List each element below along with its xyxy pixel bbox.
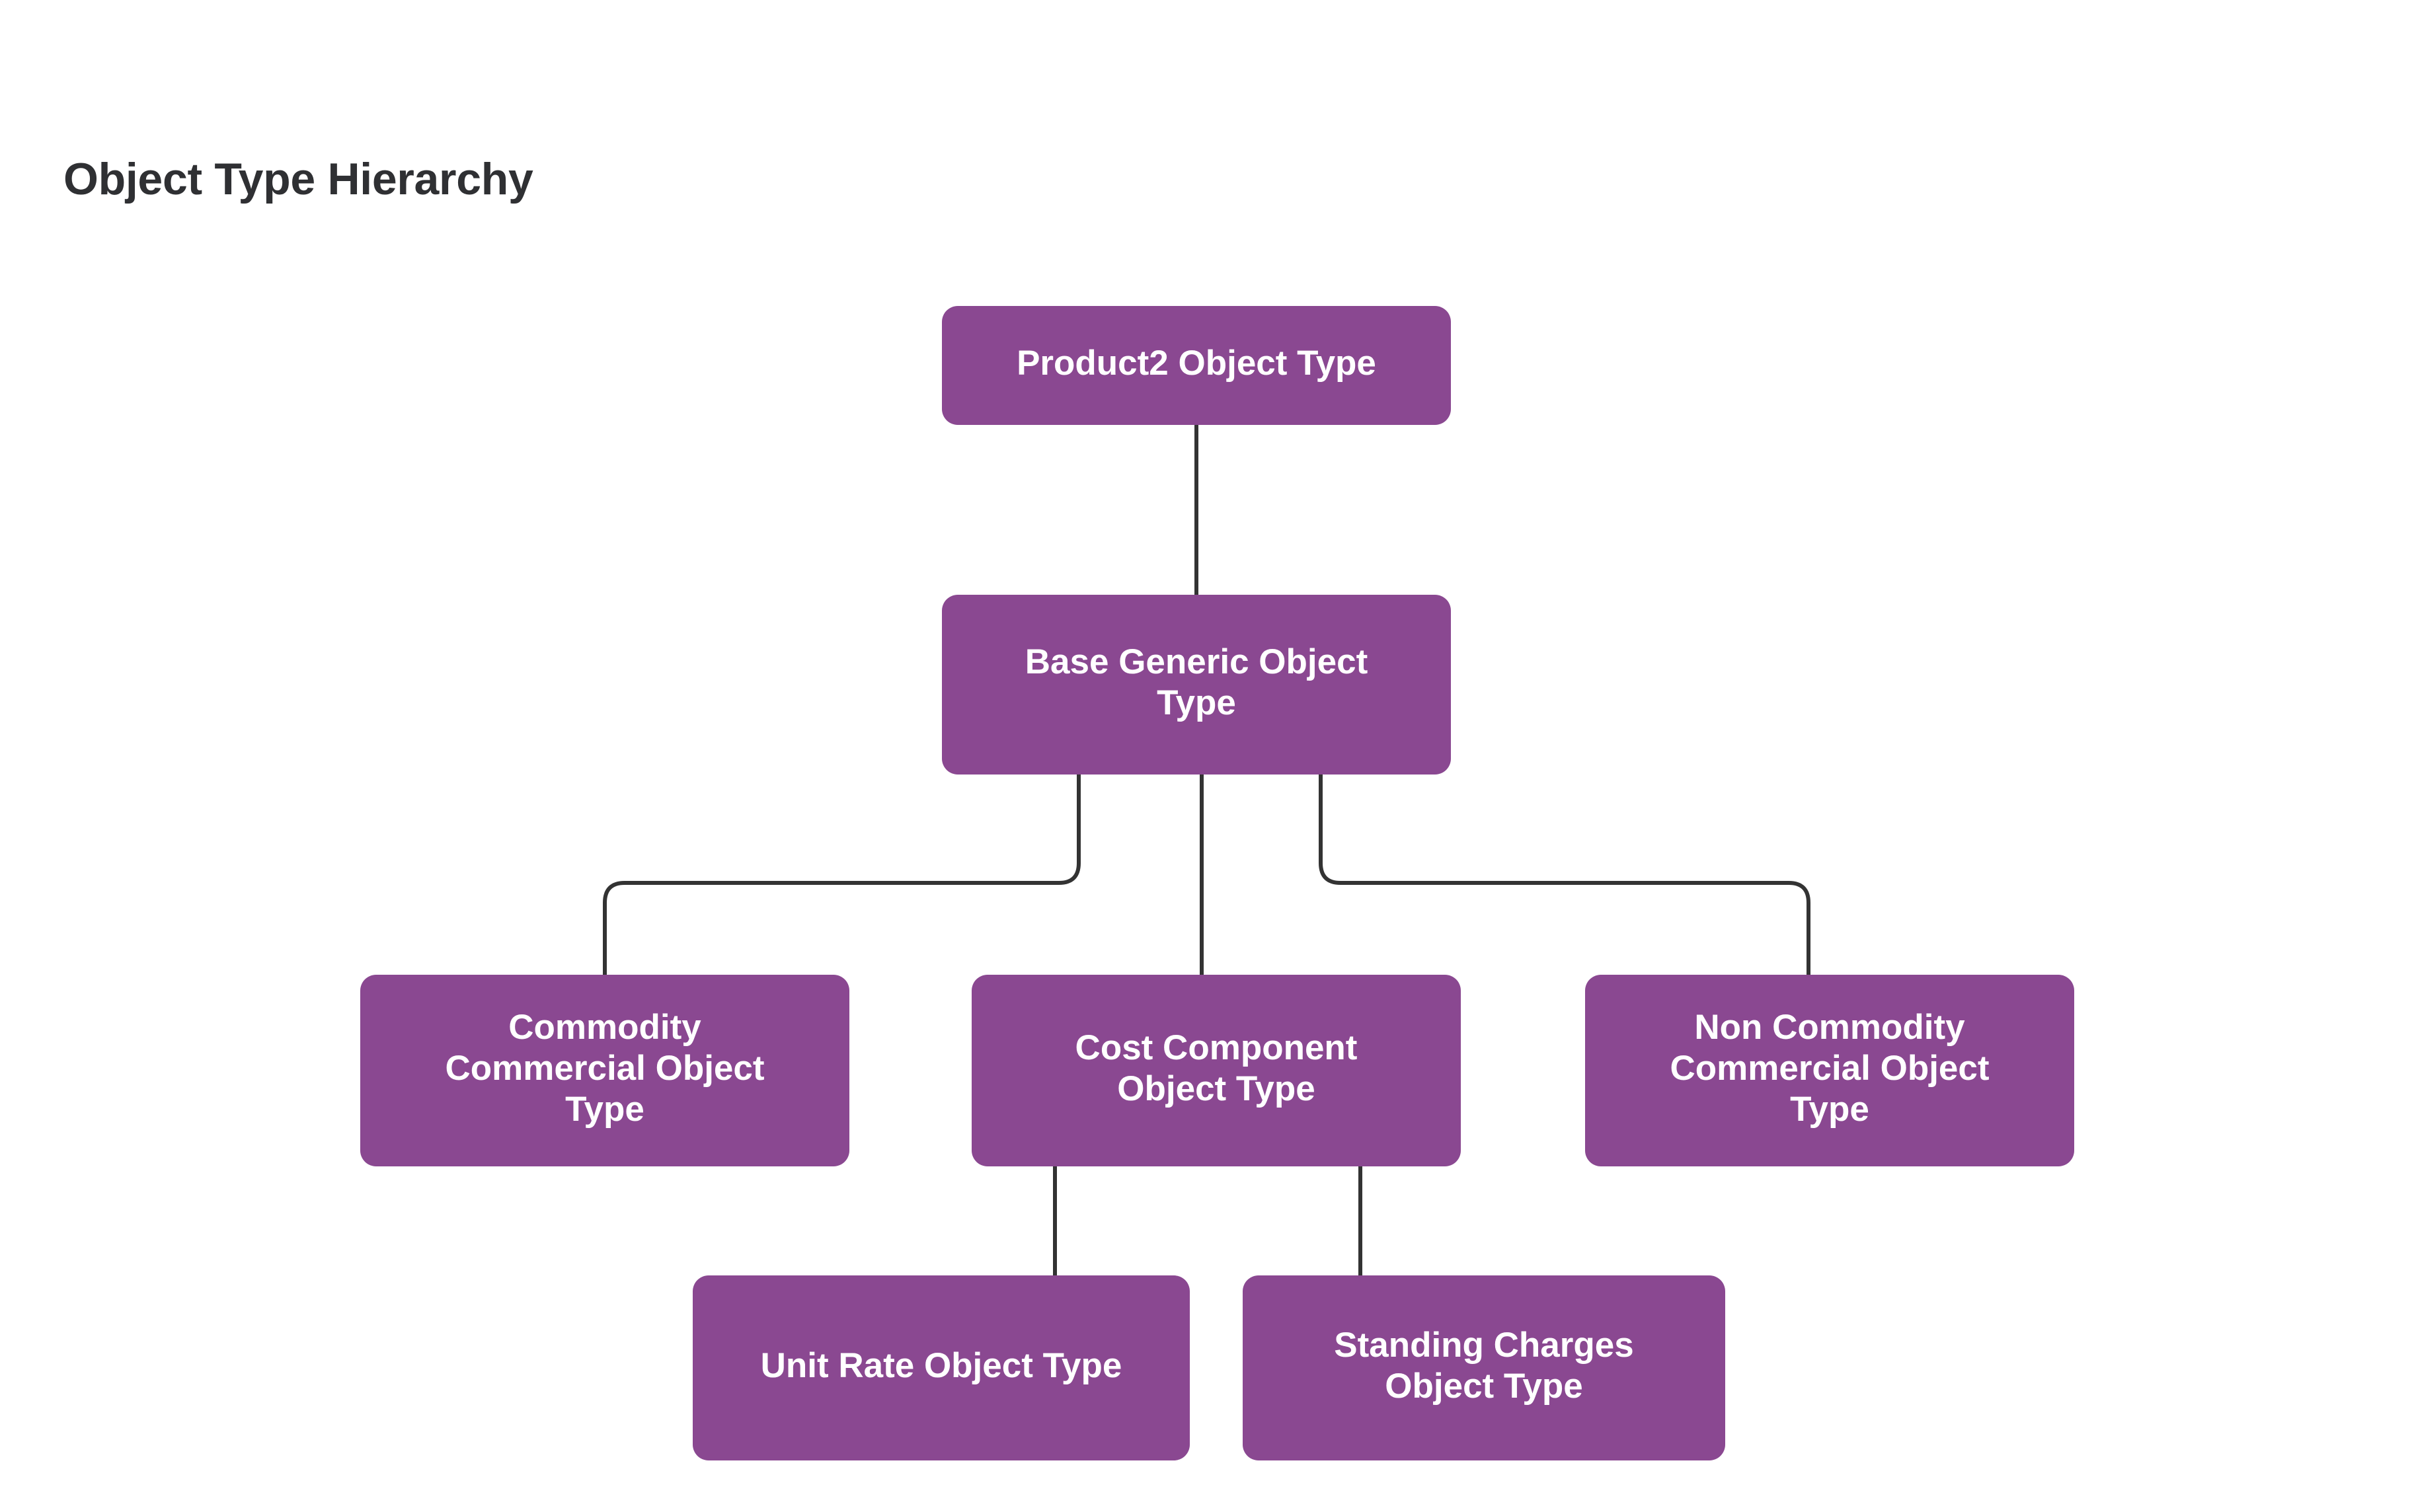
edges-layer — [603, 425, 1810, 1275]
node-box-non_commodity_commercial[interactable] — [1585, 975, 2074, 1166]
node-label-commodity_commercial: Commodity — [508, 1008, 701, 1047]
node-label-product2: Product2 Object Type — [1017, 344, 1376, 383]
edge-base_generic-to-commodity_commercial — [603, 775, 1081, 975]
node-label-base_generic: Type — [1157, 683, 1236, 722]
node-label-standing_charges: Object Type — [1385, 1367, 1582, 1406]
edge-base_generic-to-non_commodity_commercial — [1319, 775, 1810, 975]
node-box-standing_charges[interactable] — [1243, 1275, 1725, 1460]
node-box-commodity_commercial[interactable] — [360, 975, 849, 1166]
node-box-base_generic[interactable] — [942, 595, 1451, 775]
node-label-cost_component: Cost Component — [1075, 1028, 1358, 1067]
node-box-cost_component[interactable] — [972, 975, 1461, 1166]
node-label-non_commodity_commercial: Commercial Object — [1670, 1049, 1989, 1088]
node-label-unit_rate: Unit Rate Object Type — [761, 1346, 1122, 1385]
node-label-non_commodity_commercial: Non Commodity — [1694, 1008, 1965, 1047]
page-title: Object Type Hierarchy — [63, 154, 533, 204]
node-box-product2[interactable] — [942, 306, 1451, 425]
node-label-non_commodity_commercial: Type — [1790, 1090, 1869, 1129]
node-label-standing_charges: Standing Charges — [1334, 1326, 1634, 1365]
node-unit_rate[interactable]: Unit Rate Object Type — [693, 1275, 1190, 1460]
node-product2[interactable]: Product2 Object Type — [942, 306, 1451, 425]
node-label-base_generic: Base Generic Object — [1025, 642, 1368, 681]
node-box-unit_rate[interactable] — [693, 1275, 1190, 1460]
node-label-cost_component: Object Type — [1117, 1069, 1315, 1108]
node-label-commodity_commercial: Commercial Object — [445, 1049, 764, 1088]
node-label-commodity_commercial: Type — [565, 1090, 644, 1129]
